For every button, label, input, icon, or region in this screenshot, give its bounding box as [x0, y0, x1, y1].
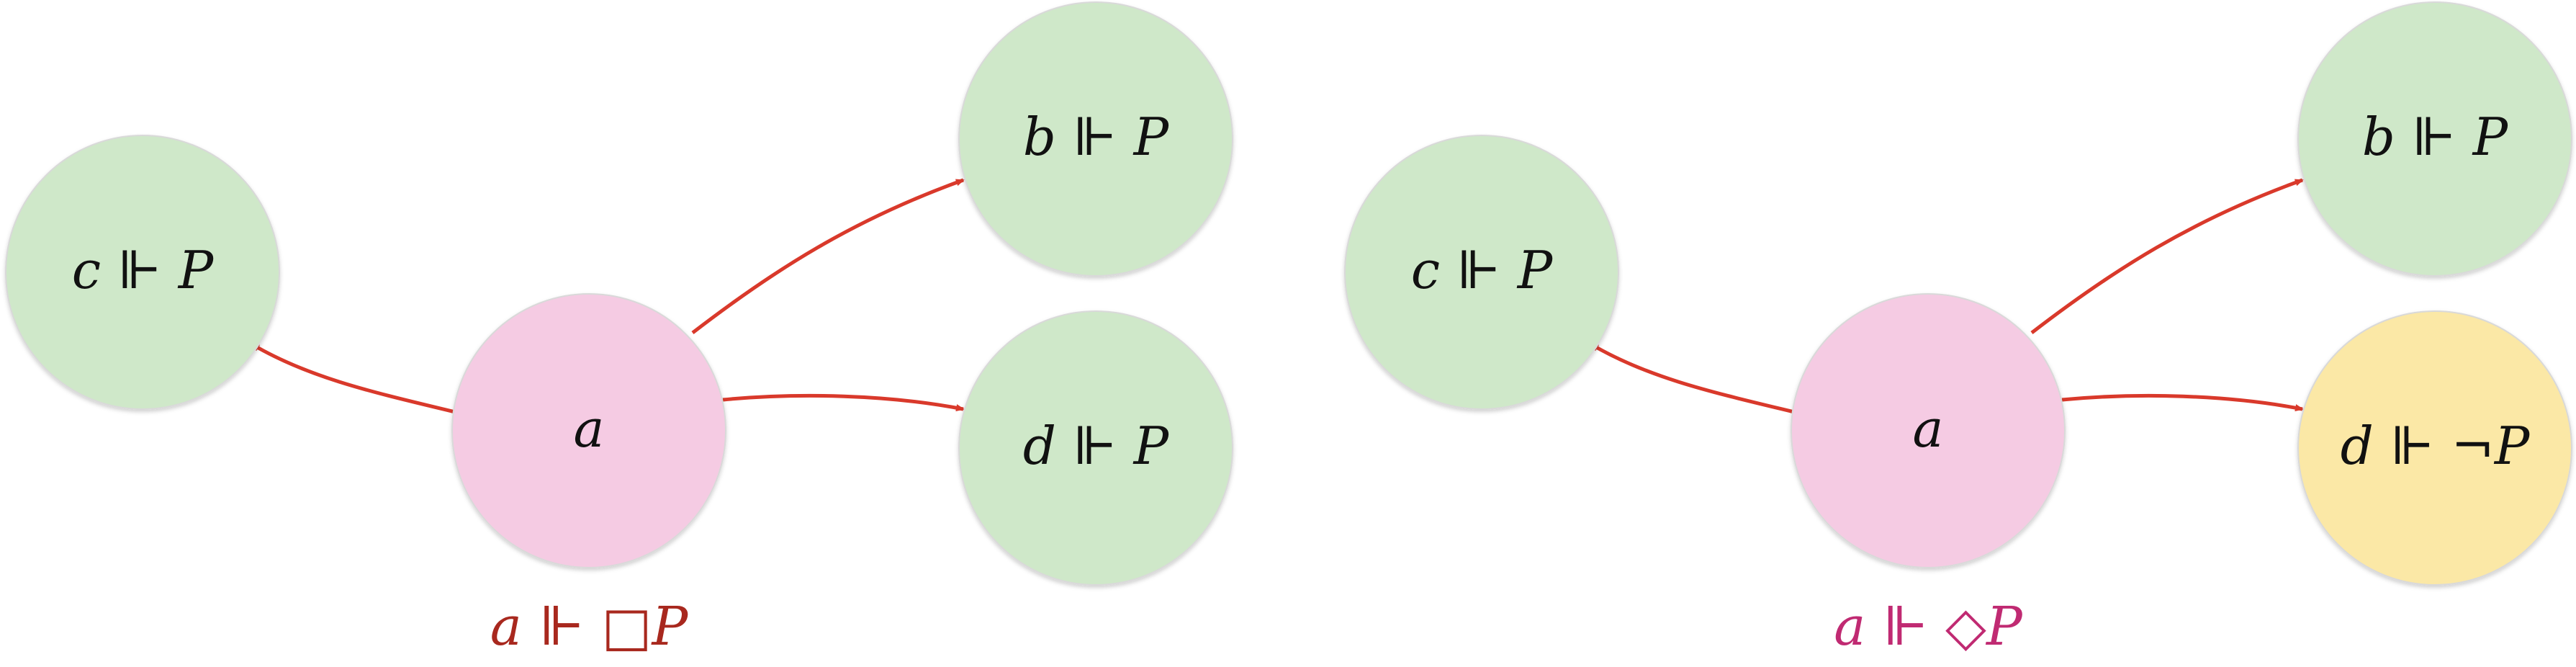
world-b: b ⊩ P	[2297, 1, 2572, 277]
edge-a-to-b	[691, 178, 965, 334]
edge-a-to-d	[2061, 393, 2304, 412]
diagram-diamond: c ⊩ P a b ⊩ P d ⊩ ¬P a ⊩ ◇P	[1344, 1, 2572, 658]
world-a-label: a	[574, 398, 605, 459]
world-d-label: d ⊩ ¬P	[2341, 416, 2531, 476]
world-c-label: c ⊩ P	[1411, 240, 1554, 300]
caption-diamond-formula: a ⊩ ◇P	[1834, 596, 2023, 658]
world-c-label: c ⊩ P	[72, 240, 215, 300]
world-a-label: a	[1913, 398, 1944, 459]
edge-a-to-c	[1590, 342, 1795, 414]
diagram-box: c ⊩ P a b ⊩ P d ⊩ P a ⊩ □P	[5, 1, 1233, 658]
world-c: c ⊩ P	[5, 135, 280, 410]
world-a: a	[1791, 293, 2066, 568]
edge-a-to-b	[2030, 178, 2304, 334]
world-b-label: b ⊩ P	[2362, 107, 2509, 167]
edge-a-to-c	[251, 342, 456, 414]
world-d-label: d ⊩ P	[1023, 416, 1170, 476]
world-d: d ⊩ P	[958, 310, 1233, 586]
world-a: a	[451, 293, 726, 568]
world-d: d ⊩ ¬P	[2297, 310, 2572, 586]
world-b-label: b ⊩ P	[1023, 107, 1170, 167]
world-c: c ⊩ P	[1344, 135, 1619, 410]
caption-box-formula: a ⊩ □P	[490, 596, 689, 658]
world-b: b ⊩ P	[958, 1, 1233, 277]
edge-a-to-d	[722, 393, 965, 412]
